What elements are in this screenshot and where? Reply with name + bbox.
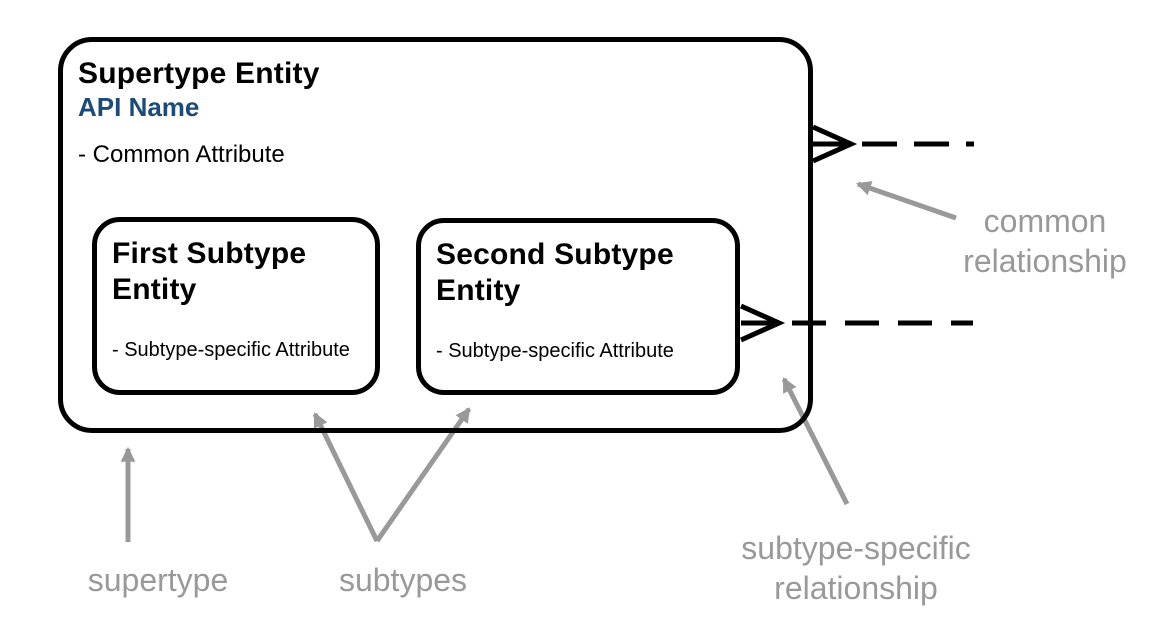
second-subtype-entity-box: Second Subtype Entity - Subtype-specific… — [416, 218, 740, 395]
subtypes-annotation-label: subtypes — [338, 562, 468, 598]
supertype-entity-box: Supertype Entity API Name - Common Attri… — [58, 37, 813, 433]
supertype-annotation-label: supertype — [87, 562, 229, 598]
subtype-specific-relationship-annotation-label: subtype-specific relationship — [741, 530, 971, 606]
subtype-specific-relationship-connector — [739, 303, 973, 343]
first-subtype-entity-box: First Subtype Entity - Subtype-specific … — [92, 217, 380, 395]
common-relationship-arrowhead-icon — [811, 124, 858, 164]
supertype-api-name: API Name — [78, 92, 200, 122]
supertype-entity-title: Supertype Entity — [78, 57, 320, 90]
second-subtype-entity-title: Second Subtype Entity — [436, 238, 674, 307]
supertype-common-attribute: - Common Attribute — [78, 141, 285, 168]
first-subtype-attribute: - Subtype-specific Attribute — [112, 339, 350, 361]
subtype-specific-arrowhead-icon — [739, 303, 786, 343]
common-relationship-connector — [811, 124, 974, 164]
first-subtype-entity-title: First Subtype Entity — [112, 237, 307, 306]
common-relationship-annotation-label: common relationship — [963, 203, 1127, 279]
second-subtype-attribute: - Subtype-specific Attribute — [436, 340, 674, 362]
subtypes-pointer-arrow-left — [312, 412, 380, 543]
common-relationship-pointer-arrow — [855, 181, 957, 221]
